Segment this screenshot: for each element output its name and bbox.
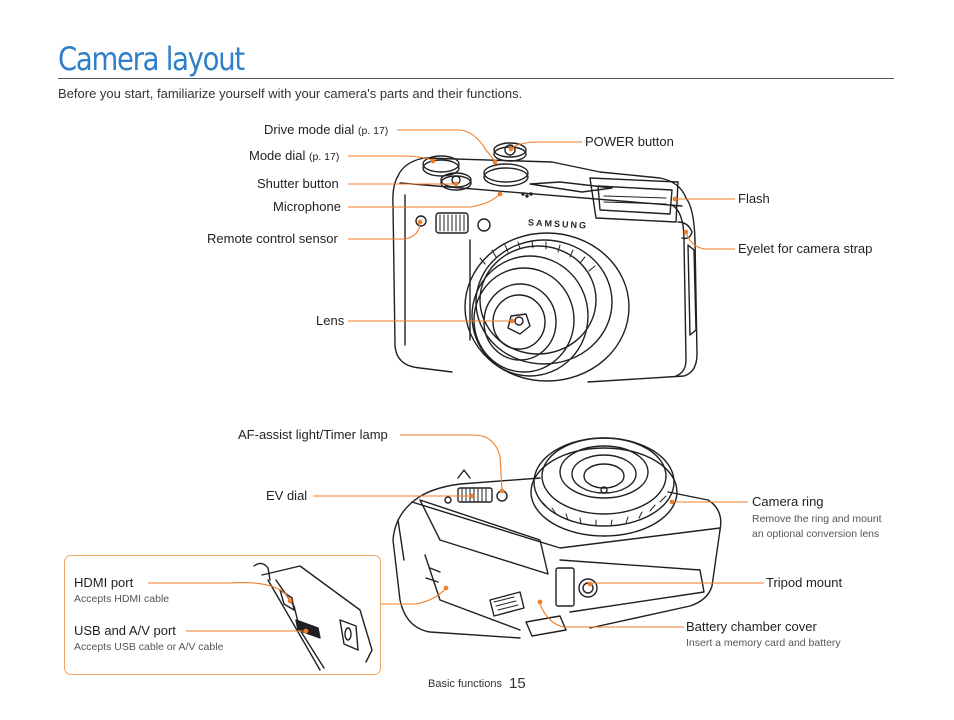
label-mode-dial: Mode dial (p. 17) <box>249 148 339 165</box>
leader-lines <box>148 129 764 634</box>
camera-bottom-illustration <box>392 437 722 639</box>
label-camera-ring: Camera ring <box>752 494 824 509</box>
note-camera-ring-1: Remove the ring and mount <box>752 513 882 525</box>
label-eyelet: Eyelet for camera strap <box>738 241 873 256</box>
label-ev-dial: EV dial <box>266 488 308 503</box>
label-af-assist: AF-assist light/Timer lamp <box>238 427 388 442</box>
camera-front-illustration <box>392 142 698 383</box>
label-microphone: Microphone <box>273 199 341 214</box>
label-flash: Flash <box>738 191 770 206</box>
label-hdmi-port: HDMI port <box>74 575 134 590</box>
label-drive-mode-dial-ref: (p. 17) <box>357 125 389 137</box>
label-tripod-mount: Tripod mount <box>766 575 843 590</box>
label-drive-mode-dial: Drive mode dial (p. 17) <box>264 122 388 139</box>
note-battery-cover: Insert a memory card and battery <box>686 637 841 649</box>
label-drive-mode-dial-text: Drive mode dial <box>264 122 355 137</box>
title-rule <box>58 78 894 79</box>
label-lens: Lens <box>316 313 345 328</box>
label-power-button: POWER button <box>585 134 674 149</box>
note-camera-ring-2: an optional conversion lens <box>752 528 880 540</box>
intro-text: Before you start, familiarize yourself w… <box>58 86 523 101</box>
camera-brand-logo: SAMSUNG <box>527 217 589 231</box>
port-closeup-inset <box>64 555 381 675</box>
label-shutter-button: Shutter button <box>257 176 339 191</box>
label-mode-dial-text: Mode dial <box>249 148 306 163</box>
label-remote-control-sensor: Remote control sensor <box>207 231 338 246</box>
page-title: Camera layout <box>58 40 245 78</box>
port-closeup-illustration <box>253 562 373 671</box>
label-battery-cover: Battery chamber cover <box>686 619 817 634</box>
label-usb-port: USB and A/V port <box>74 623 176 638</box>
note-hdmi-port: Accepts HDMI cable <box>74 593 170 605</box>
page-number: 15 <box>509 675 526 692</box>
footer-section: Basic functions <box>428 678 502 690</box>
note-usb-port: Accepts USB cable or A/V cable <box>74 641 224 653</box>
label-mode-dial-ref: (p. 17) <box>309 151 340 163</box>
